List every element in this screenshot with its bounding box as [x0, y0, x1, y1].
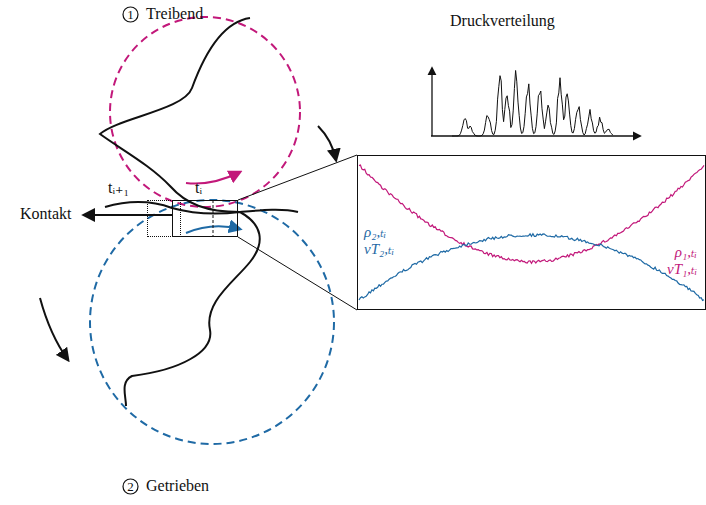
pitch-circle-driving [110, 17, 300, 207]
rotation-arrow [318, 126, 336, 160]
callout-outline [123, 479, 138, 494]
axis [431, 135, 640, 136]
chart-title: Druckverteilung [450, 12, 555, 30]
center-line [213, 200, 214, 237]
curve-driving [359, 165, 704, 263]
callout-circle: 2Getrieben [122, 478, 139, 495]
curve-driven [359, 234, 704, 301]
gear-label: Treibend [146, 5, 203, 23]
leader-line [238, 155, 357, 200]
callout-circle: 1Treibend [122, 6, 139, 23]
callout-number: 2 [122, 478, 139, 495]
gear-tooth-driving [100, 18, 298, 212]
pitch-circle-driven [90, 200, 334, 444]
time-label: tᵢ₊₁ [108, 179, 129, 197]
contact-arrow [84, 214, 172, 216]
rotation-arrow-driving [186, 172, 240, 184]
gear-label: Getrieben [146, 477, 209, 495]
detail-inset: ρ₂,ₜᵢ vT₂,ₜᵢ ρ₁,ₜᵢ vT₁,ₜᵢ [357, 155, 706, 310]
callout-number: 1 [122, 6, 139, 23]
rotation-arrow [40, 298, 68, 360]
leader-line [238, 237, 357, 310]
curve-label: ρ₂,ₜᵢ vT₂,ₜᵢ [364, 224, 394, 259]
gear-tooth-driven [105, 202, 260, 406]
axis [431, 68, 432, 136]
curve-label: ρ₁,ₜᵢ vT₁,ₜᵢ [667, 244, 697, 279]
time-window: tᵢ₊₁ [147, 200, 181, 237]
contact-label: Kontakt [20, 205, 72, 223]
time-window: tᵢ [172, 200, 238, 237]
time-label: tᵢ [195, 179, 202, 197]
pressure-curve [452, 70, 613, 136]
callout-outline [123, 7, 138, 22]
